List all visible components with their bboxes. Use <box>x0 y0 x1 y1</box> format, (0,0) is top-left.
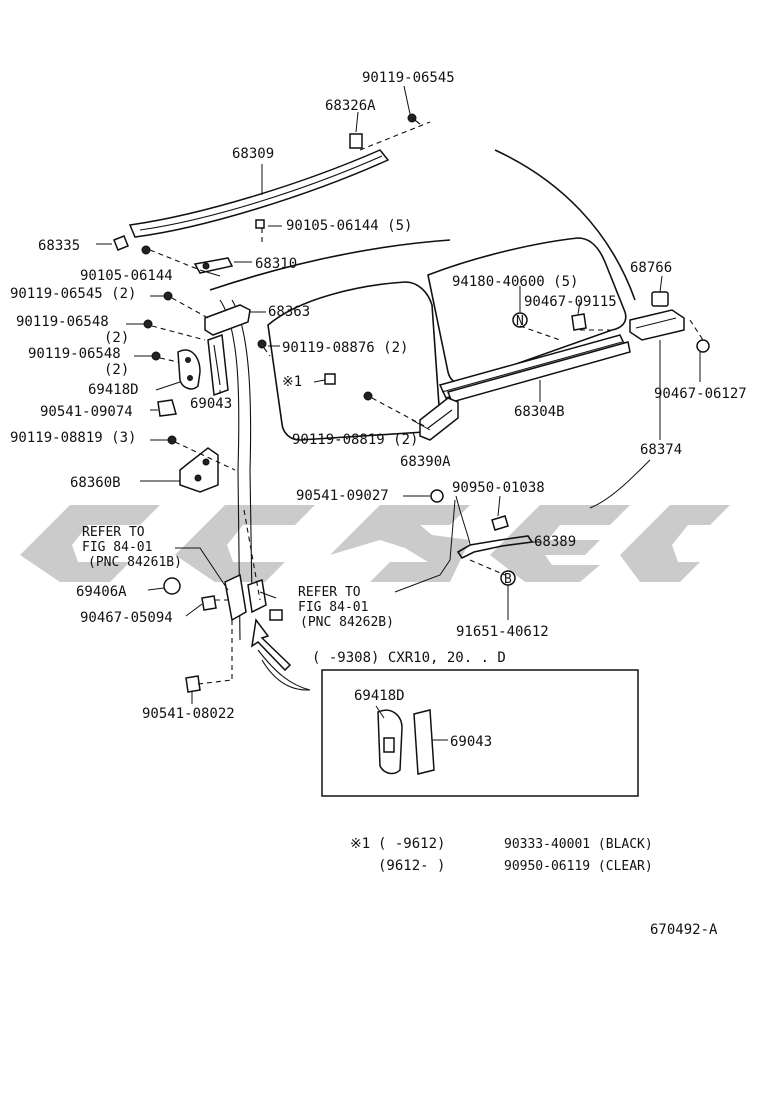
clip-star1 <box>324 373 336 385</box>
label-refer2-line1: REFER TO <box>298 585 361 600</box>
nut-94180-40600 <box>512 312 528 328</box>
label-90541-08022: 90541-08022 <box>142 706 235 722</box>
label-90105-06144: 90105-06144 <box>80 268 173 284</box>
label-note1-mark: ※1 <box>350 836 370 852</box>
label-68326A: 68326A <box>325 98 376 114</box>
label-90119-08819-2: 90119-08819 (2) <box>292 432 418 448</box>
label-68389: 68389 <box>534 534 576 550</box>
label-90950-01038: 90950-01038 <box>452 480 545 496</box>
label-90467-09115: 90467-09115 <box>524 294 617 310</box>
label-68335: 68335 <box>38 238 80 254</box>
label-68374: 68374 <box>640 442 682 458</box>
clip-68310 <box>193 257 234 274</box>
label-68360B: 68360B <box>70 475 121 491</box>
label-note1-range: ( -9612) <box>378 836 445 852</box>
latch-assembly <box>163 573 311 693</box>
screw-90119-08876 <box>257 339 267 349</box>
quarter-window-left <box>267 281 441 441</box>
label-90105-06144-5: 90105-06144 (5) <box>286 218 412 234</box>
label-90119-08876-2: 90119-08876 (2) <box>282 340 408 356</box>
label-90119-06548-b: 90119-06548 <box>28 346 121 362</box>
label-refer2-line2: FIG 84-01 <box>298 600 368 615</box>
screw-90119-06545-top <box>407 113 421 125</box>
label-2-b: (2) <box>104 362 129 378</box>
label-90467-06127: 90467-06127 <box>654 386 747 402</box>
leader-lines <box>96 85 701 704</box>
grommet-90541-09074 <box>157 399 177 417</box>
label-91651-40612: 91651-40612 <box>456 624 549 640</box>
label-68390A: 68390A <box>400 454 451 470</box>
inset-box <box>321 669 639 797</box>
label-90119-08819-3: 90119-08819 (3) <box>10 430 136 446</box>
label-note2-range: (9612- ) <box>378 858 445 874</box>
roof-molding-68309 <box>128 149 390 238</box>
label-90119-06545-top: 90119-06545 <box>362 70 455 86</box>
label-refer1-line2: FIG 84-01 <box>82 540 152 555</box>
label-69418D: 69418D <box>88 382 139 398</box>
hinge-69418D <box>177 349 201 390</box>
label-94180-40600-5: 94180-40600 (5) <box>452 274 578 290</box>
label-68310: 68310 <box>255 256 297 272</box>
label-68304B: 68304B <box>514 404 565 420</box>
screw-90119-06545-2 <box>163 291 173 301</box>
label-68766: 68766 <box>630 260 672 276</box>
label-69406A: 69406A <box>76 584 127 600</box>
labels: 90119-06545 68326A 68309 90105-06144 (5)… <box>10 70 747 938</box>
clip-68335 <box>113 235 151 255</box>
bracket-69043 <box>207 333 229 397</box>
label-68363: 68363 <box>268 304 310 320</box>
body-outline <box>209 149 636 641</box>
label-inset-69043: 69043 <box>450 734 492 750</box>
label-b-symbol: B <box>504 572 512 587</box>
hinge-68360B <box>179 447 219 493</box>
bracket-68390A <box>419 397 459 441</box>
label-69043: 69043 <box>190 396 232 412</box>
label-n-symbol: N <box>516 314 524 329</box>
label-90541-09074: 90541-09074 <box>40 404 133 420</box>
label-refer2-line3: (PNC 84262B) <box>300 615 394 630</box>
clip-90105-06144-5 <box>255 219 265 229</box>
label-inset-69418D: 69418D <box>354 688 405 704</box>
label-figure-id: 670492-A <box>650 922 718 938</box>
label-90119-06548-a: 90119-06548 <box>16 314 109 330</box>
grommet-90541-09027 <box>430 489 444 503</box>
clip-68326A <box>349 133 363 149</box>
retainer-68363 <box>204 304 251 336</box>
clip-90467-09115 <box>571 313 587 331</box>
label-90467-05094: 90467-05094 <box>80 610 173 626</box>
label-refer1-line1: REFER TO <box>82 525 145 540</box>
screw-90119-06548-a <box>143 319 153 329</box>
fasteners <box>113 113 587 445</box>
assembly-lines <box>149 121 704 685</box>
part-68766-assembly <box>629 291 710 400</box>
label-90119-06545-2: 90119-06545 (2) <box>10 286 136 302</box>
label-68309: 68309 <box>232 146 274 162</box>
screw-90119-06548-b <box>151 351 161 361</box>
label-90541-09027: 90541-09027 <box>296 488 389 504</box>
label-refer1-line3: (PNC 84261B) <box>88 555 182 570</box>
label-2-a: (2) <box>104 330 129 346</box>
label-range-note: ( -9308) CXR10, 20. . D <box>312 650 506 666</box>
screw-90119-08819-2 <box>363 391 373 401</box>
side-molding-68304B <box>438 334 631 403</box>
label-note2-part: 90950-06119 (CLEAR) <box>504 859 653 874</box>
screw-90119-08819-3 <box>167 435 177 445</box>
label-star1: ※1 <box>282 374 302 390</box>
label-note1-part: 90333-40001 (BLACK) <box>504 837 653 852</box>
